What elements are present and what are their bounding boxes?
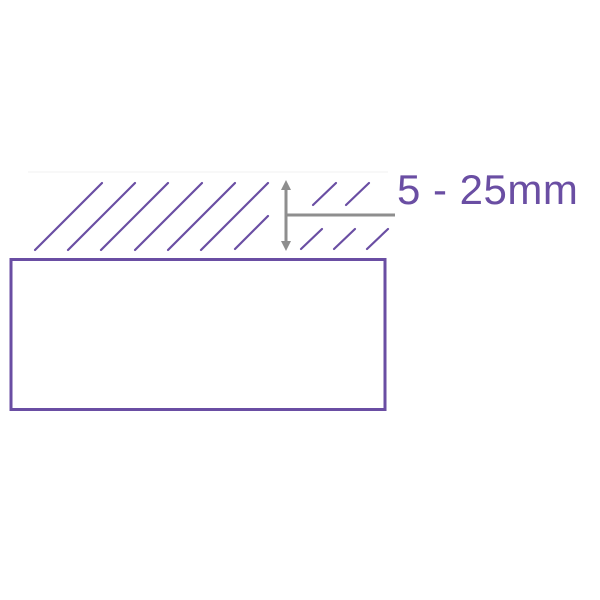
hatch-line (66, 181, 137, 252)
hatch-line (99, 181, 170, 252)
hatch-line (199, 181, 270, 252)
dimension-arrow (281, 180, 395, 251)
dimension-label: 5 - 25mm (397, 166, 579, 213)
hatch-line (33, 181, 104, 252)
hatch-line (365, 227, 390, 251)
arrow-down-icon (281, 241, 291, 251)
hatch-line (299, 227, 324, 251)
hatch-lines (33, 181, 390, 252)
hatch-line (233, 214, 270, 251)
hatch-line (332, 227, 357, 251)
hatch-line (133, 181, 204, 252)
hatch-line (344, 181, 371, 207)
arrow-up-icon (281, 180, 291, 190)
hatch-line (311, 181, 338, 207)
hatch-line (166, 181, 237, 252)
base-block (9, 258, 387, 411)
